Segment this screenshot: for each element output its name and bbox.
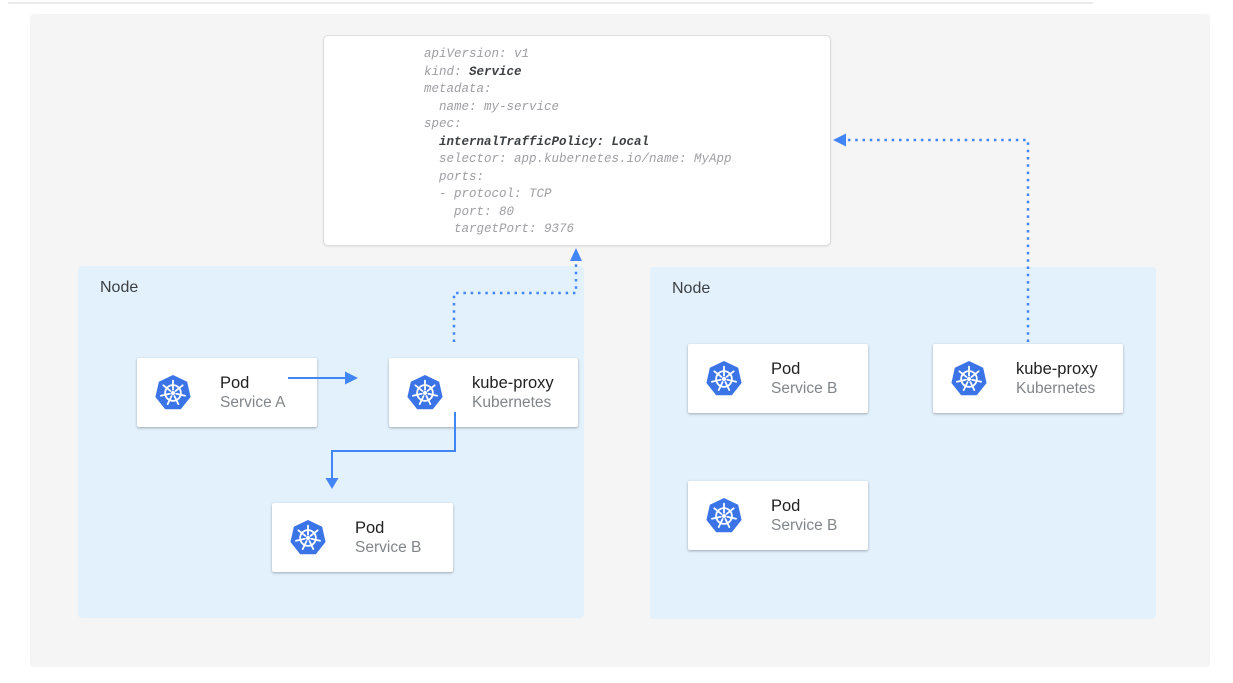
kubernetes-icon — [950, 360, 988, 398]
service-yaml-card: apiVersion: v1 kind: Service metadata: n… — [323, 35, 831, 246]
card-subtitle: Service B — [355, 538, 422, 556]
yaml-line: targetPort: 9376 — [424, 222, 575, 236]
card-title: Pod — [771, 359, 801, 378]
yaml-line: spec: — [424, 117, 462, 131]
card-pod-service-b-right-2: Pod Service B — [688, 481, 868, 550]
card-title: kube-proxy — [1016, 359, 1098, 378]
card-subtitle: Kubernetes — [472, 393, 552, 411]
kubernetes-icon — [406, 374, 444, 412]
card-kube-proxy-right: kube-proxy Kubernetes — [933, 344, 1123, 413]
node-left: Node Pod Service A kube-proxy Kubernetes… — [78, 266, 584, 618]
kubernetes-icon — [289, 519, 327, 557]
top-divider — [8, 2, 1093, 4]
yaml-line: kind: Service — [424, 64, 522, 79]
yaml-line: port: 80 — [424, 204, 515, 219]
yaml-line: name: my-service — [424, 99, 560, 114]
card-title: Pod — [355, 518, 385, 537]
kubernetes-icon — [154, 374, 192, 412]
card-subtitle: Service B — [771, 379, 838, 397]
card-pod-service-b-left: Pod Service B — [272, 503, 453, 572]
node-label: Node — [100, 279, 139, 296]
yaml-line: metadata: — [424, 82, 492, 96]
card-subtitle: Service A — [220, 393, 286, 411]
card-pod-service-a: Pod Service A — [137, 358, 317, 427]
card-title: Pod — [771, 496, 801, 515]
kubernetes-icon — [705, 497, 743, 535]
node-label: Node — [672, 280, 711, 297]
yaml-line: internalTrafficPolicy: Local — [439, 134, 650, 149]
card-subtitle: Service B — [771, 516, 838, 534]
card-title: Pod — [220, 373, 250, 392]
yaml-line: selector: app.kubernetes.io/name: MyApp — [424, 152, 732, 166]
kubernetes-icon — [705, 360, 743, 398]
card-kube-proxy-left: kube-proxy Kubernetes — [389, 358, 578, 427]
yaml-line: apiVersion: v1 — [424, 47, 530, 61]
card-pod-service-b-right-1: Pod Service B — [688, 344, 868, 413]
diagram-canvas: apiVersion: v1 kind: Service metadata: n… — [30, 14, 1210, 667]
card-title: kube-proxy — [472, 373, 554, 392]
card-subtitle: Kubernetes — [1016, 379, 1096, 397]
node-right: Node Pod Service B kube-proxy Kubernetes… — [650, 267, 1156, 619]
yaml-line: - protocol: TCP — [424, 187, 552, 201]
yaml-line: ports: — [424, 169, 485, 184]
